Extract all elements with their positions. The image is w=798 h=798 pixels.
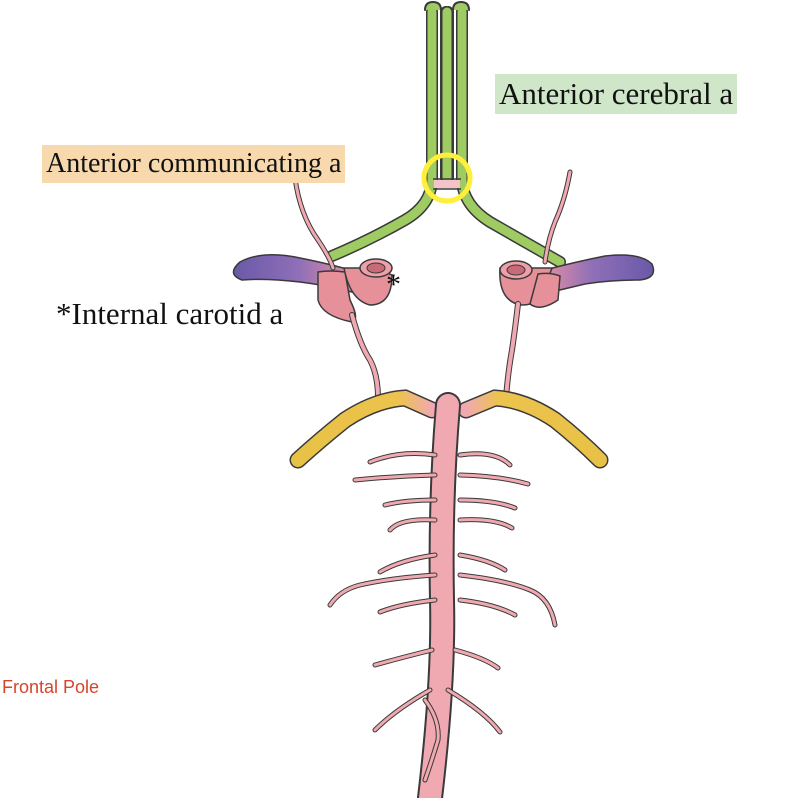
basilar-artery [327, 392, 558, 798]
anterior-communicating-artery [433, 178, 461, 190]
internal-carotid-label: *Internal carotid a [56, 296, 284, 331]
internal-carotid-artery-left [317, 258, 393, 323]
internal-carotid-asterisk: * [386, 268, 401, 301]
small-branch-vessels [292, 169, 573, 401]
anterior-cerebral-arteries [326, 1, 566, 268]
anterior-communicating-segment [434, 180, 460, 188]
middle-cerebral-artery-right [542, 254, 655, 295]
internal-carotid-artery-right [499, 260, 561, 308]
frontal-pole-label: Frontal Pole [2, 677, 100, 697]
posterior-cerebral-arteries [289, 389, 609, 469]
anterior-cerebral-label: Anterior cerebral a [495, 74, 738, 114]
anterior-communicating-label: Anterior communicating a [42, 145, 346, 183]
anterior-communicating-highlight-circle [421, 152, 473, 204]
